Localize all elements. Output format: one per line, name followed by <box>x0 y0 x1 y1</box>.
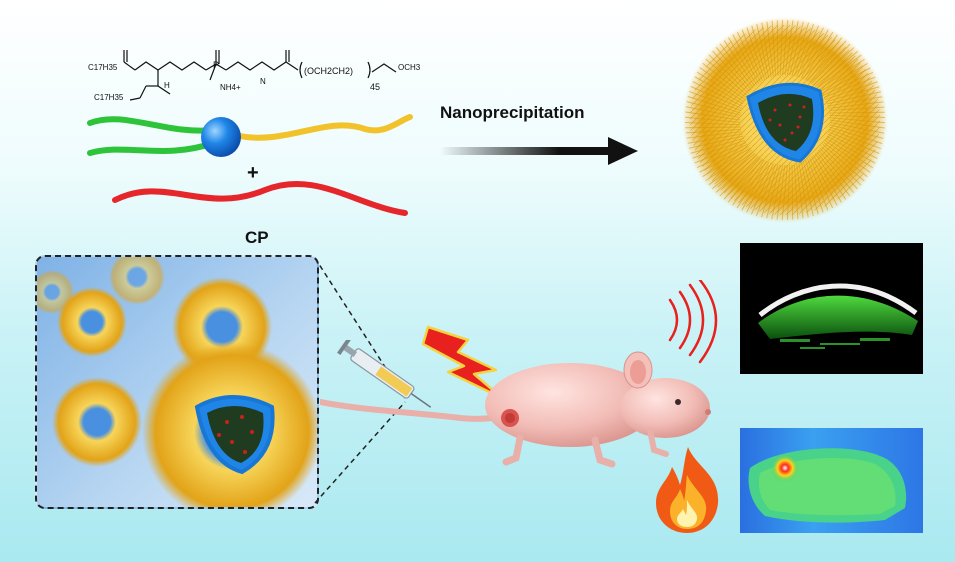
nanoparticle-large <box>682 17 888 223</box>
nitrogen: N <box>260 77 266 86</box>
lipid-tail-1 <box>87 116 218 134</box>
chiral-h: H <box>164 81 170 90</box>
methoxy: OCH3 <box>398 63 420 72</box>
thermal-image <box>740 428 923 533</box>
sound-wave-icon <box>668 280 718 364</box>
acyl-chain-1: C17H35 <box>88 63 118 72</box>
process-arrow <box>440 137 638 165</box>
nanoparticle-small <box>109 257 165 305</box>
plus-sign: + <box>247 162 259 184</box>
lipid-peg-cartoon <box>87 114 413 216</box>
chemical-structure: C17H35 C17H35 H P NH4+ N (OCH2CH2) 45 OC… <box>88 50 420 102</box>
peg-unit: (OCH2CH2) <box>304 66 353 76</box>
phosphorus: P <box>213 60 219 70</box>
peg-chain <box>232 114 413 141</box>
mouse-icon <box>320 351 711 468</box>
nanoparticle-small <box>52 377 142 467</box>
nanoparticle-small <box>57 287 127 357</box>
ammonium: NH4+ <box>220 83 241 92</box>
process-label: Nanoprecipitation <box>440 103 585 122</box>
flame-icon <box>656 447 719 533</box>
cp-label: CP <box>245 228 269 247</box>
conjugated-polymer <box>112 180 408 216</box>
acyl-chain-2: C17H35 <box>94 93 124 102</box>
peg-repeat: 45 <box>370 82 380 92</box>
inset-panel <box>35 255 319 509</box>
photoacoustic-image <box>740 243 923 374</box>
head-group-sphere <box>201 117 241 157</box>
lightning-icon <box>421 325 504 400</box>
lipid-tail-2 <box>87 140 216 156</box>
syringe-icon <box>337 340 432 408</box>
